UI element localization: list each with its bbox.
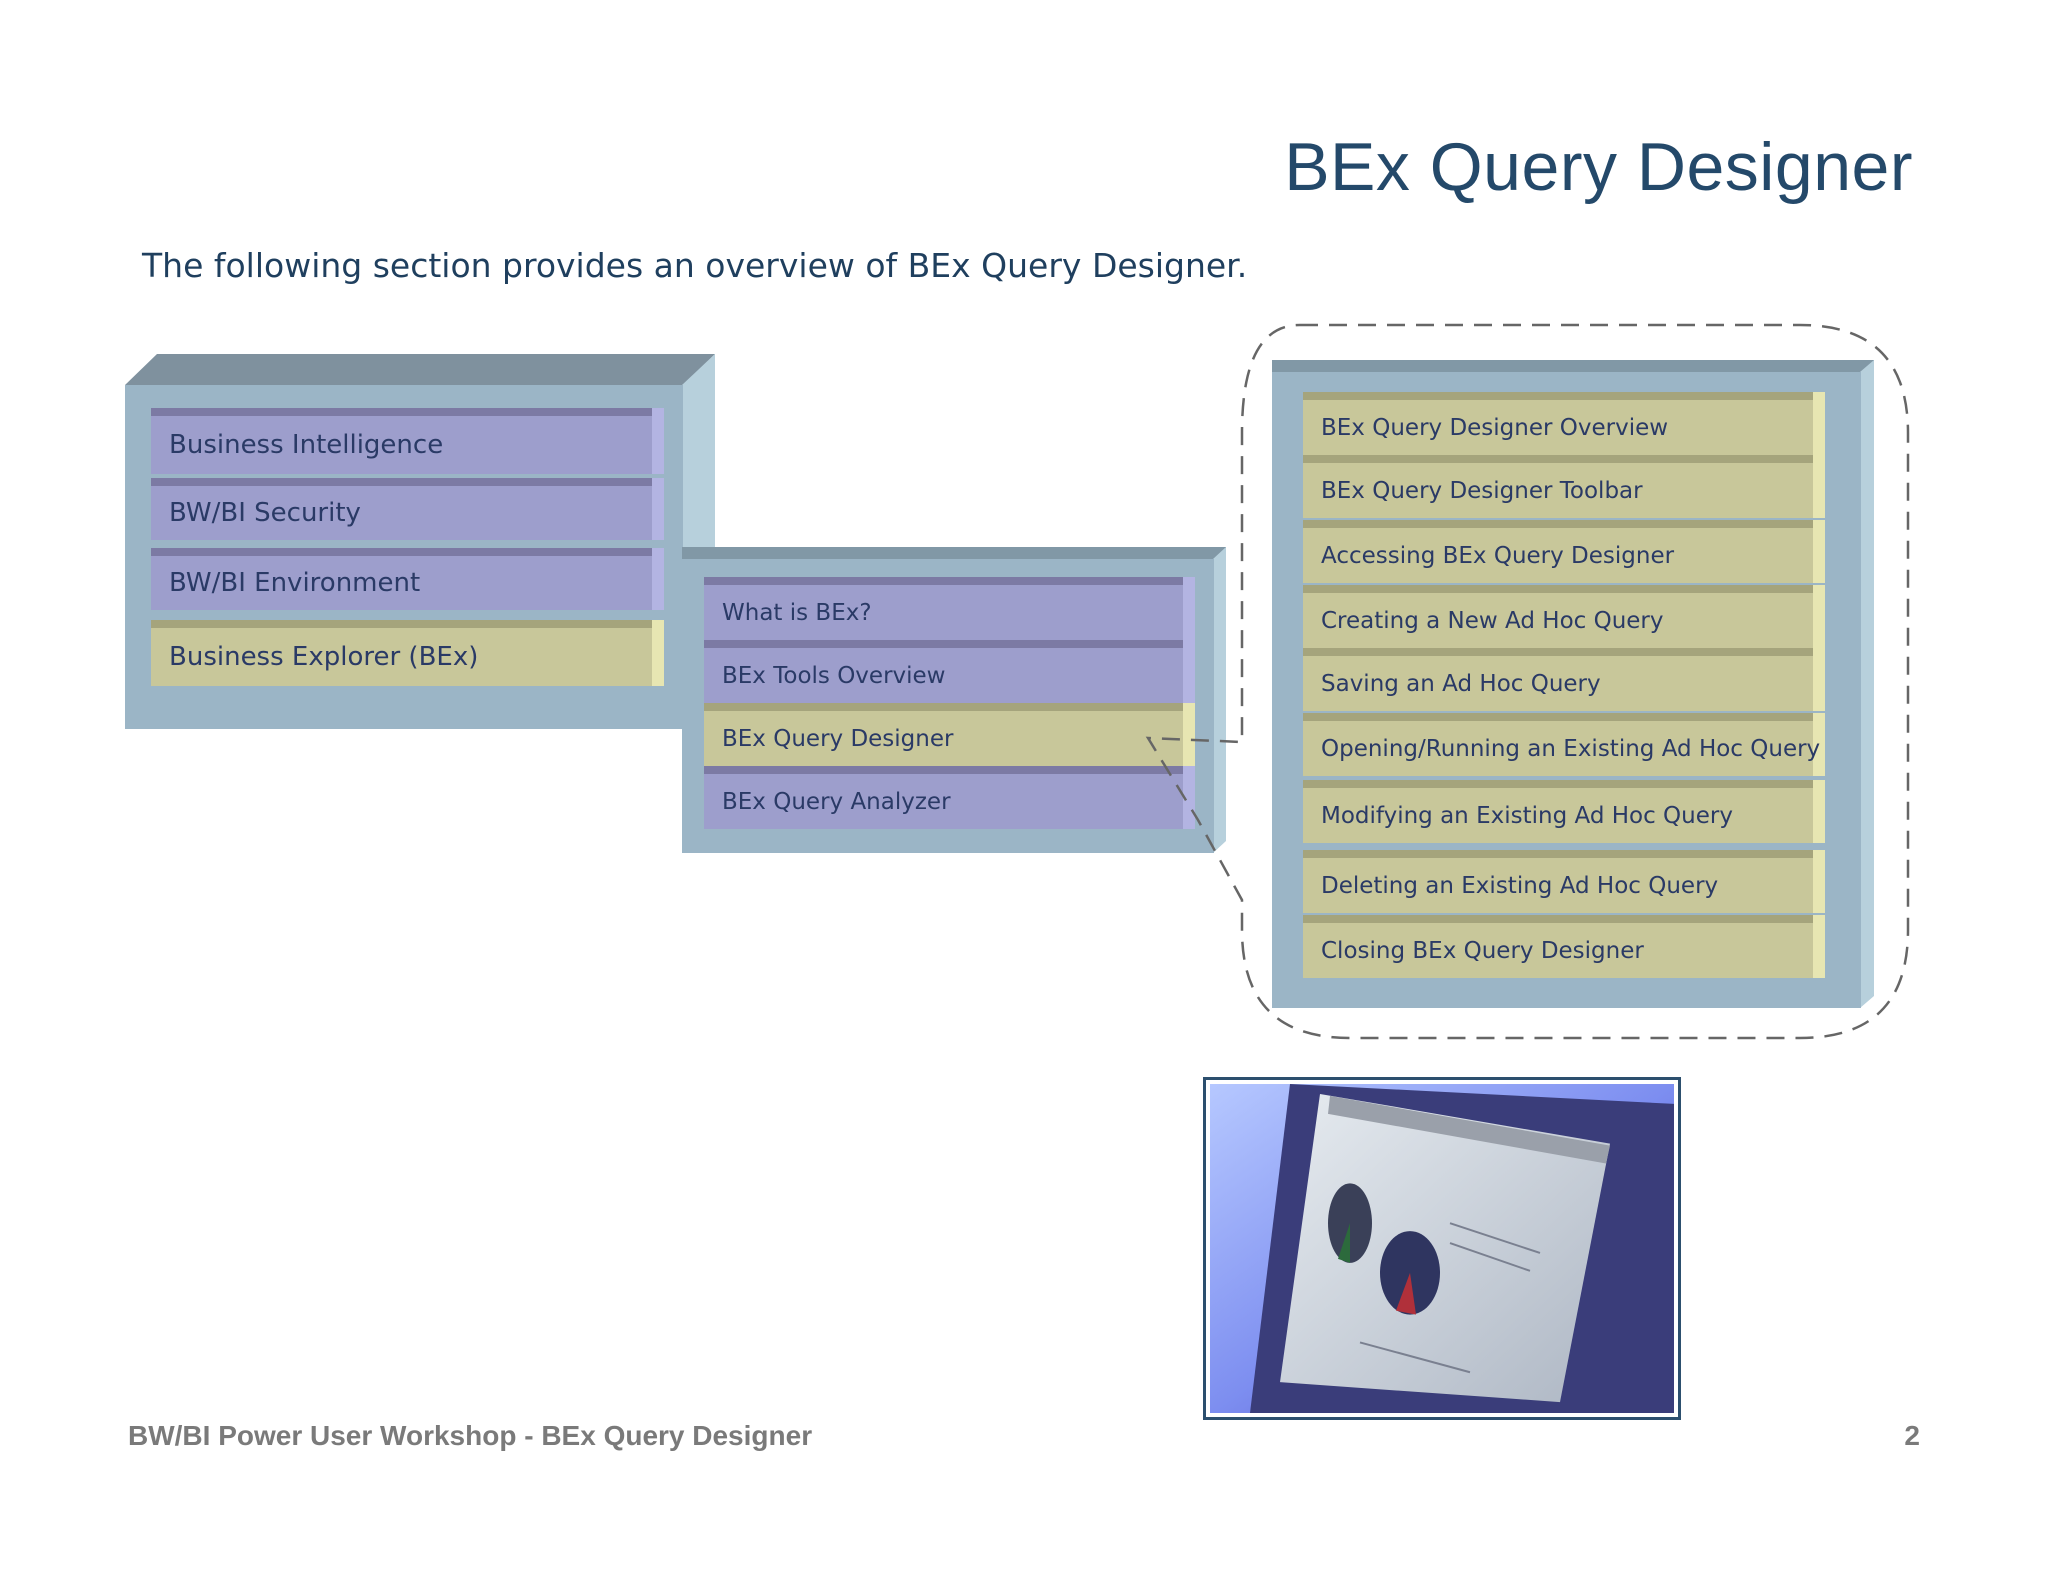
level3-item[interactable]: Closing BEx Query Designer	[1303, 915, 1825, 978]
level2-item[interactable]: What is BEx?	[704, 577, 1195, 640]
level3-item-label: BEx Query Designer Overview	[1303, 400, 1813, 455]
level3-item-label: Deleting an Existing Ad Hoc Query	[1303, 858, 1813, 913]
page-subtitle: The following section provides an overvi…	[142, 246, 1248, 285]
level2-item-label: What is BEx?	[704, 585, 1183, 640]
level3-item[interactable]: BEx Query Designer Toolbar	[1303, 455, 1825, 518]
level2-item-label: BEx Query Analyzer	[704, 774, 1183, 829]
level3-item-label: Opening/Running an Existing Ad Hoc Query	[1303, 721, 1820, 776]
level1-item-label: BW/BI Environment	[151, 556, 652, 610]
level3-item[interactable]: Deleting an Existing Ad Hoc Query	[1303, 850, 1825, 913]
level1-item[interactable]: BW/BI Environment	[151, 548, 664, 610]
level2-item-label: BEx Tools Overview	[704, 648, 1183, 703]
page-title: BEx Query Designer	[1284, 129, 1913, 205]
level3-item[interactable]: Modifying an Existing Ad Hoc Query	[1303, 780, 1825, 843]
level3-item-label: BEx Query Designer Toolbar	[1303, 463, 1813, 518]
level1-item-label: BW/BI Security	[151, 486, 652, 540]
page-number: 2	[1904, 1420, 1920, 1451]
level2-item-label: BEx Query Designer	[704, 711, 1183, 766]
level2-item-active[interactable]: BEx Query Designer	[704, 703, 1195, 766]
level1-item[interactable]: Business Intelligence	[151, 408, 664, 474]
level3-item[interactable]: Opening/Running an Existing Ad Hoc Query	[1303, 713, 1825, 776]
level2-item[interactable]: BEx Tools Overview	[704, 640, 1195, 703]
level3-item[interactable]: Creating a New Ad Hoc Query	[1303, 585, 1825, 648]
computer-screen-photo	[1203, 1077, 1681, 1420]
level3-item-label: Accessing BEx Query Designer	[1303, 528, 1813, 583]
footer-title: BW/BI Power User Workshop - BEx Query De…	[128, 1420, 813, 1451]
level3-item-label: Creating a New Ad Hoc Query	[1303, 593, 1813, 648]
level1-item[interactable]: BW/BI Security	[151, 478, 664, 540]
level1-item-active[interactable]: Business Explorer (BEx)	[151, 620, 664, 686]
level1-item-label: Business Explorer (BEx)	[151, 628, 652, 686]
level3-item[interactable]: Saving an Ad Hoc Query	[1303, 648, 1825, 711]
level3-item-label: Closing BEx Query Designer	[1303, 923, 1813, 978]
level2-item[interactable]: BEx Query Analyzer	[704, 766, 1195, 829]
level3-item[interactable]: BEx Query Designer Overview	[1303, 392, 1825, 455]
level1-item-label: Business Intelligence	[151, 416, 652, 474]
level3-item-label: Saving an Ad Hoc Query	[1303, 656, 1813, 711]
level3-item[interactable]: Accessing BEx Query Designer	[1303, 520, 1825, 583]
level3-item-label: Modifying an Existing Ad Hoc Query	[1303, 788, 1813, 843]
